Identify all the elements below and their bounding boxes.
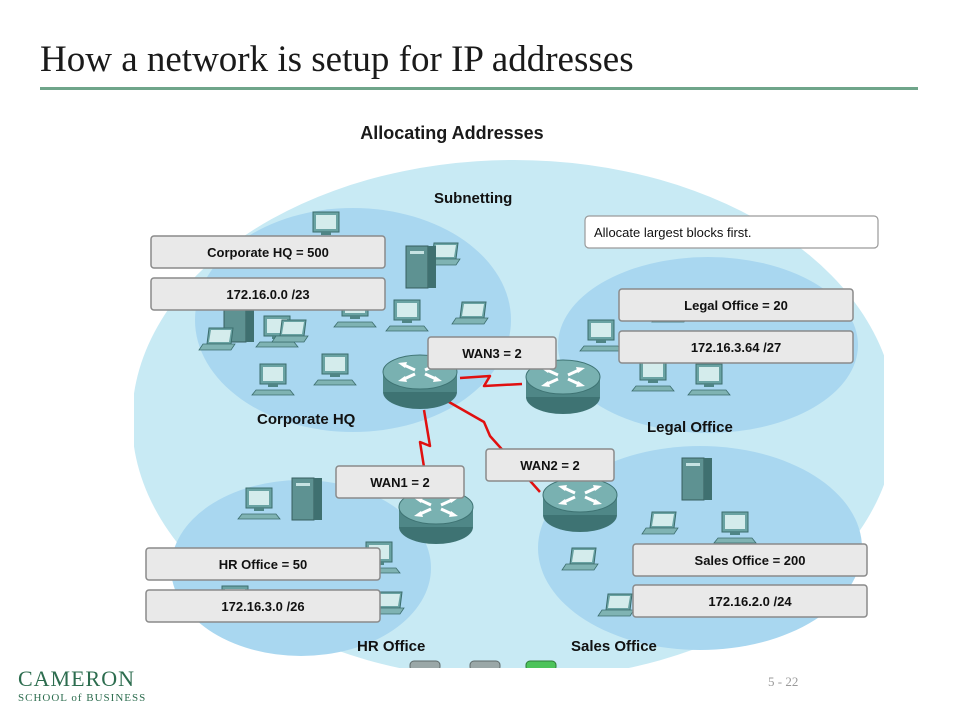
wan3-link (459, 374, 523, 388)
corporate-hq-block: 172.16.0.0 /23 (226, 287, 309, 302)
corporate-hq-label: Corporate HQ (257, 411, 356, 428)
sales-office-block: 172.16.2.0 /24 (708, 594, 792, 609)
corporate-hq-hosts: Corporate HQ = 500 (207, 245, 329, 260)
subnetting-label: Subnetting (434, 190, 512, 207)
hr-office-hosts-box: HR Office = 50 (145, 547, 381, 581)
router-sales (541, 476, 619, 534)
legal-office-hosts: Legal Office = 20 (684, 298, 788, 313)
note-text: Allocate largest blocks first. (594, 225, 752, 240)
cameron-logo: CAMERON SCHOOL of BUSINESS (18, 668, 146, 704)
legal-office-hosts-box: Legal Office = 20 (618, 288, 854, 322)
title-rule (40, 87, 918, 90)
outer-network-right-edge (884, 180, 960, 680)
wan3-label: WAN3 = 2 (462, 346, 522, 361)
wan2-box: WAN2 = 2 (485, 448, 615, 482)
sales-office-label: Sales Office (571, 638, 657, 655)
hr-office-hosts: HR Office = 50 (219, 557, 308, 572)
page-number: 5 - 22 (768, 674, 799, 689)
corporate-hq-block-box: 172.16.0.0 /23 (150, 277, 386, 311)
wan1-box: WAN1 = 2 (335, 465, 465, 499)
sales-office-hosts: Sales Office = 200 (695, 553, 806, 568)
legal-office-label: Legal Office (647, 419, 733, 436)
legal-office-block-box: 172.16.3.64 /27 (618, 330, 854, 364)
wan1-label: WAN1 = 2 (370, 475, 430, 490)
sales-office-block-box: 172.16.2.0 /24 (632, 584, 868, 618)
legal-office-block: 172.16.3.64 /27 (691, 340, 781, 355)
hr-office-label: HR Office (357, 638, 425, 655)
hr-office-block-box: 172.16.3.0 /26 (145, 589, 381, 623)
corporate-hq-hosts-box: Corporate HQ = 500 (150, 235, 386, 269)
slide-title: How a network is setup for IP addresses (40, 39, 634, 80)
wan3-box: WAN3 = 2 (427, 336, 557, 370)
logo-main-text: CAMERON (18, 666, 136, 691)
note-box: Allocate largest blocks first. (584, 215, 879, 249)
wan2-label: WAN2 = 2 (520, 458, 580, 473)
hr-office-block: 172.16.3.0 /26 (221, 599, 304, 614)
diagram-heading: Allocating Addresses (360, 123, 544, 143)
sales-office-hosts-box: Sales Office = 200 (632, 543, 868, 577)
logo-sub-text: SCHOOL of BUSINESS (18, 692, 147, 704)
